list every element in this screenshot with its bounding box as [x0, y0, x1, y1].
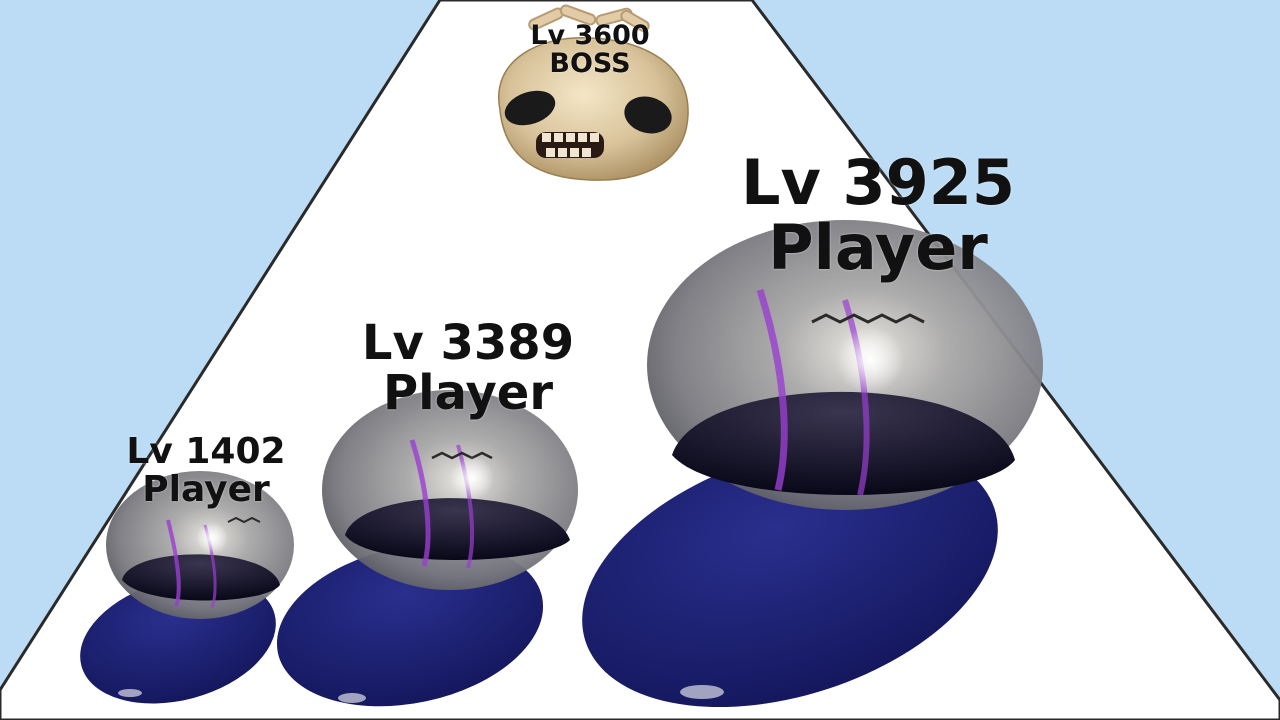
player-3-level-text: Lv 3925 — [740, 146, 1016, 219]
player-1-level-text: Lv 1402 — [126, 431, 286, 472]
player-1-level-label: Lv 1402 Player — [126, 433, 285, 509]
boss-mouth — [536, 132, 604, 158]
player-character-3 — [582, 220, 1043, 708]
boss-left-eye — [504, 90, 556, 126]
boss-name-text: BOSS — [549, 48, 631, 80]
player-character-1 — [80, 471, 294, 704]
player-character-2 — [276, 390, 578, 707]
boss-right-eye — [624, 96, 672, 134]
boss-level-label: Lv 3600 BOSS — [530, 20, 650, 80]
player-3-level-label: Lv 3925 Player — [741, 150, 1015, 280]
player-2-name-text: Player — [382, 365, 554, 422]
boss-level-text: Lv 3600 — [530, 20, 650, 51]
boss-bone-crown-icon — [528, 4, 650, 32]
player-3-name-text: Player — [768, 211, 988, 285]
player-2-level-label: Lv 3389 Player — [362, 318, 574, 419]
player-2-level-text: Lv 3389 — [361, 315, 575, 371]
player-1-name-text: Player — [142, 468, 270, 510]
boss-character — [497, 4, 689, 181]
